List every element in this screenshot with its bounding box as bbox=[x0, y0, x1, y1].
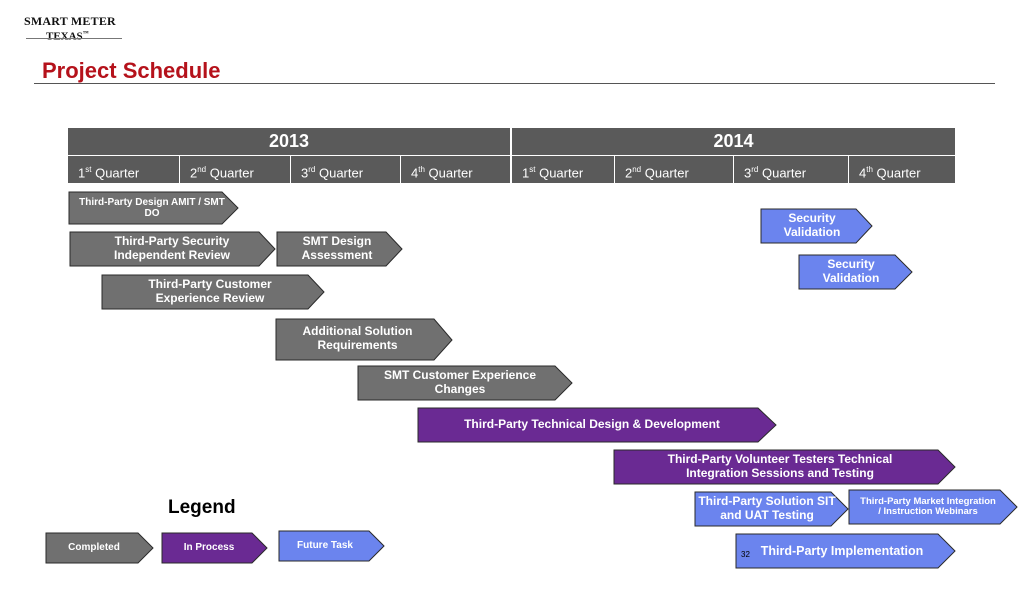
arrow-security-validation-2 bbox=[798, 254, 913, 290]
legend-future-label: Future Task bbox=[297, 540, 353, 552]
task-label: Security Validation bbox=[783, 211, 841, 239]
arrow-third-party-design bbox=[68, 191, 239, 225]
arrow-market-integration-webinars bbox=[848, 489, 1018, 525]
arrow-volunteer-testers bbox=[613, 449, 956, 485]
logo-texas: TEXAS bbox=[46, 30, 83, 43]
legend-title: Legend bbox=[168, 497, 236, 518]
arrow-smt-design-assessment bbox=[276, 231, 403, 267]
legend-in-process-label: In Process bbox=[183, 542, 235, 554]
legend-arrow-in-process bbox=[161, 532, 268, 564]
legend-arrow-completed bbox=[45, 532, 154, 564]
task-label: Third-Party Customer Experience Review bbox=[148, 277, 272, 305]
task-label: Third-Party Technical Design & Developme… bbox=[464, 417, 720, 432]
arrow-technical-design-development bbox=[417, 407, 777, 443]
quarter-2013-q2: 2nd Quarter bbox=[180, 156, 290, 183]
arrow-solution-sit-uat bbox=[694, 491, 849, 527]
task-label: Security Validation bbox=[822, 257, 880, 285]
legend-arrow-future bbox=[278, 530, 385, 562]
logo-line2: TEXAS™ bbox=[46, 29, 124, 43]
logo-tm: ™ bbox=[82, 31, 89, 37]
arrow-smt-customer-experience-changes bbox=[357, 365, 573, 401]
task-label: Third-Party Security Independent Review bbox=[113, 234, 231, 262]
task-label: Additional Solution Requirements bbox=[302, 324, 413, 352]
title-rule bbox=[34, 83, 995, 84]
task-label: SMT Design Assessment bbox=[301, 234, 373, 262]
year-2013: 2013 bbox=[68, 128, 510, 155]
quarter-2014-q1: 1st Quarter bbox=[512, 156, 614, 183]
logo-line1: SMART METER bbox=[24, 14, 116, 28]
task-label: Third-Party Solution SIT and UAT Testing bbox=[698, 494, 836, 522]
task-label: Third-Party Volunteer Testers Technical … bbox=[667, 452, 893, 480]
arrow-additional-solution-requirements bbox=[275, 318, 453, 361]
page-number: 32 bbox=[741, 550, 750, 559]
quarter-2014-q3: 3rd Quarter bbox=[734, 156, 848, 183]
page-title: Project Schedule bbox=[42, 58, 221, 83]
task-label: Third-Party Implementation bbox=[760, 543, 924, 558]
task-label: Third-Party Design AMIT / SMT DO bbox=[79, 196, 225, 220]
quarter-2013-q3: 3rd Quarter bbox=[291, 156, 400, 183]
arrow-third-party-implementation bbox=[735, 533, 956, 569]
arrow-security-independent-review bbox=[69, 231, 276, 267]
task-label: Third-Party Market Integration / Instruc… bbox=[860, 496, 996, 517]
year-2014: 2014 bbox=[512, 128, 955, 155]
arrow-security-validation-1 bbox=[760, 208, 873, 244]
legend-completed-label: Completed bbox=[68, 542, 120, 554]
quarter-2013-q1: 1st Quarter bbox=[68, 156, 179, 183]
smart-meter-texas-logo: SMART METER TEXAS™ bbox=[24, 14, 124, 43]
task-label: SMT Customer Experience Changes bbox=[383, 368, 537, 396]
logo-rule bbox=[26, 38, 122, 39]
arrow-customer-experience-review bbox=[101, 274, 325, 310]
quarter-2014-q2: 2nd Quarter bbox=[615, 156, 733, 183]
quarter-2014-q4: 4th Quarter bbox=[849, 156, 955, 183]
quarter-2013-q4: 4th Quarter bbox=[401, 156, 510, 183]
